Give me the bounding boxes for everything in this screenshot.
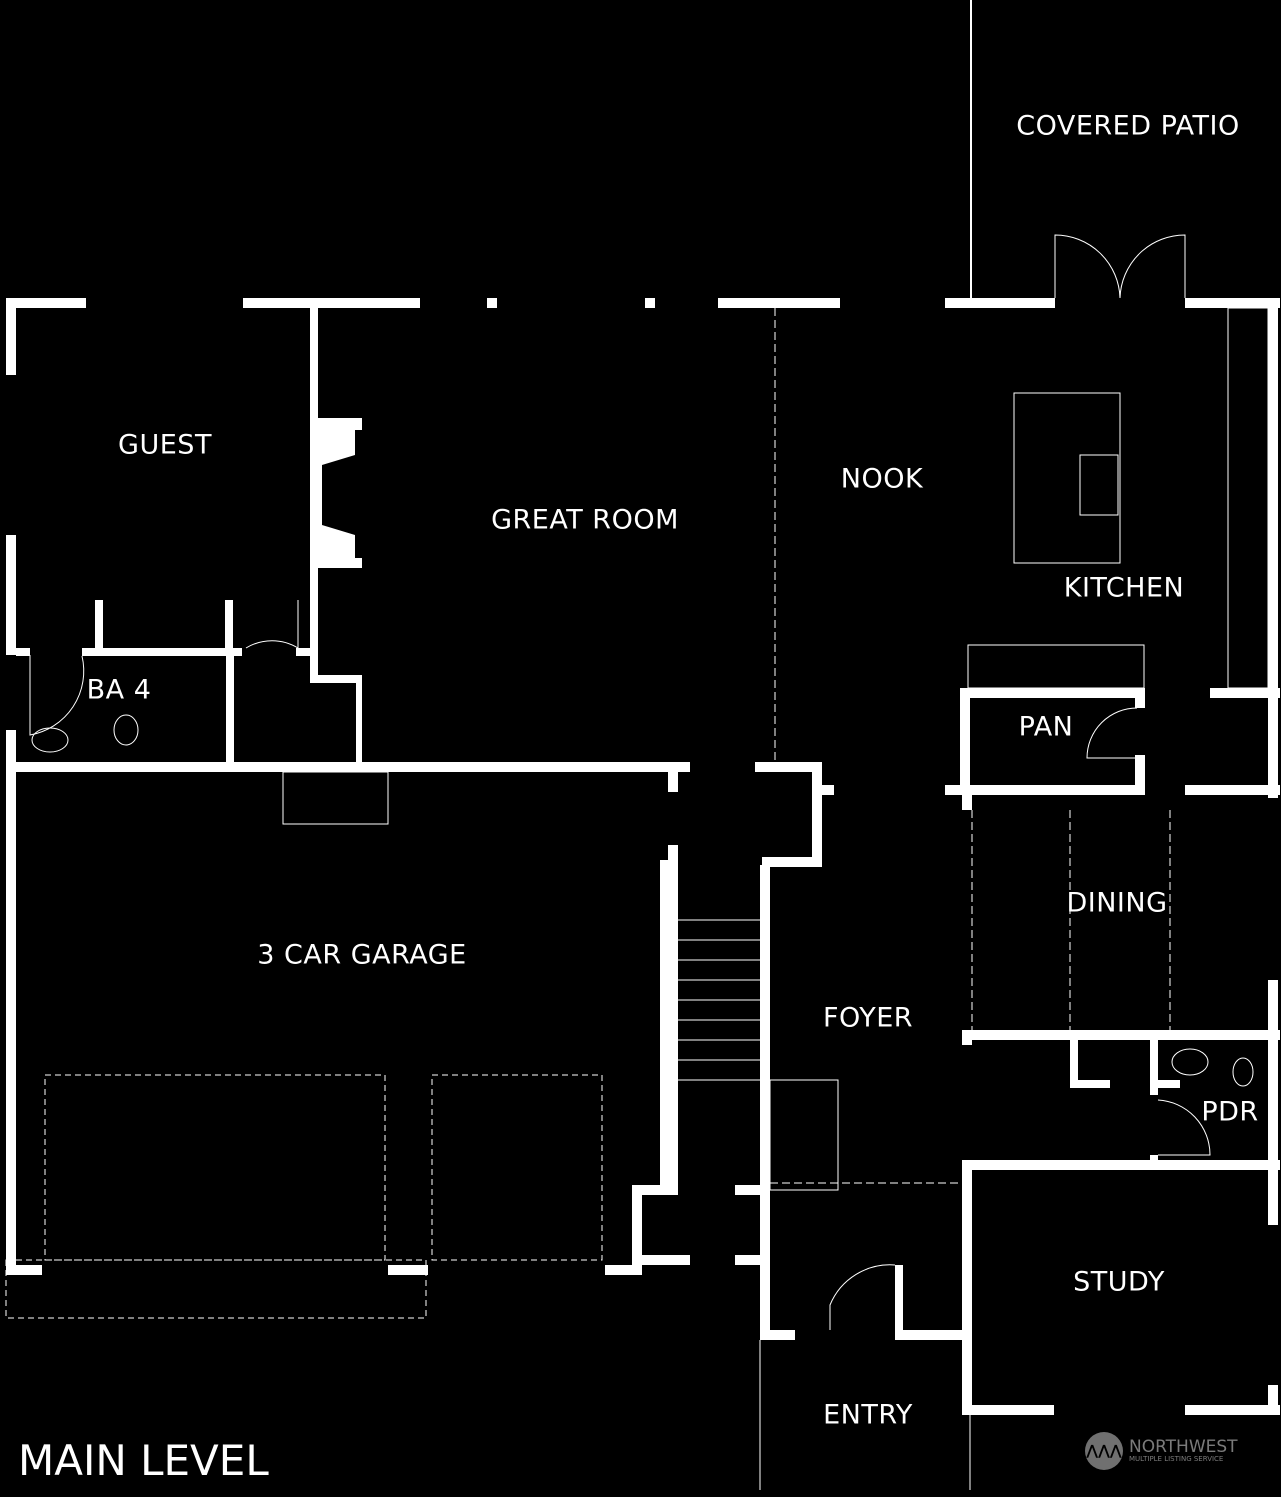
room-label-study: STUDY	[1073, 1266, 1165, 1298]
room-label-kitchen: KITCHEN	[1063, 572, 1185, 604]
room-label-ba4: BA 4	[86, 674, 152, 706]
room-label-entry: ENTRY	[823, 1399, 913, 1431]
watermark: ⋀⋀⋀ NORTHWEST MULTIPLE LISTING SERVICE	[1085, 1432, 1238, 1470]
room-label-guest: GUEST	[118, 429, 212, 461]
room-label-nook: NOOK	[840, 463, 924, 495]
room-label-dining: DINING	[1066, 887, 1168, 919]
walls	[6, 0, 1280, 1415]
room-label-garage: 3 CAR GARAGE	[257, 939, 467, 971]
room-label-pdr: PDR	[1201, 1096, 1259, 1128]
fixtures	[5, 234, 1269, 1490]
nwmls-logo-icon: ⋀⋀⋀	[1085, 1432, 1123, 1470]
room-label-foyer: FOYER	[822, 1002, 914, 1034]
plan-title: MAIN LEVEL	[18, 1436, 269, 1485]
room-label-pan: PAN	[1018, 711, 1074, 743]
room-label-great-room: GREAT ROOM	[491, 504, 679, 536]
watermark-subtitle: MULTIPLE LISTING SERVICE	[1129, 1455, 1224, 1463]
watermark-name: NORTHWEST	[1129, 1437, 1238, 1457]
room-label-covered-patio: COVERED PATIO	[1016, 110, 1240, 142]
